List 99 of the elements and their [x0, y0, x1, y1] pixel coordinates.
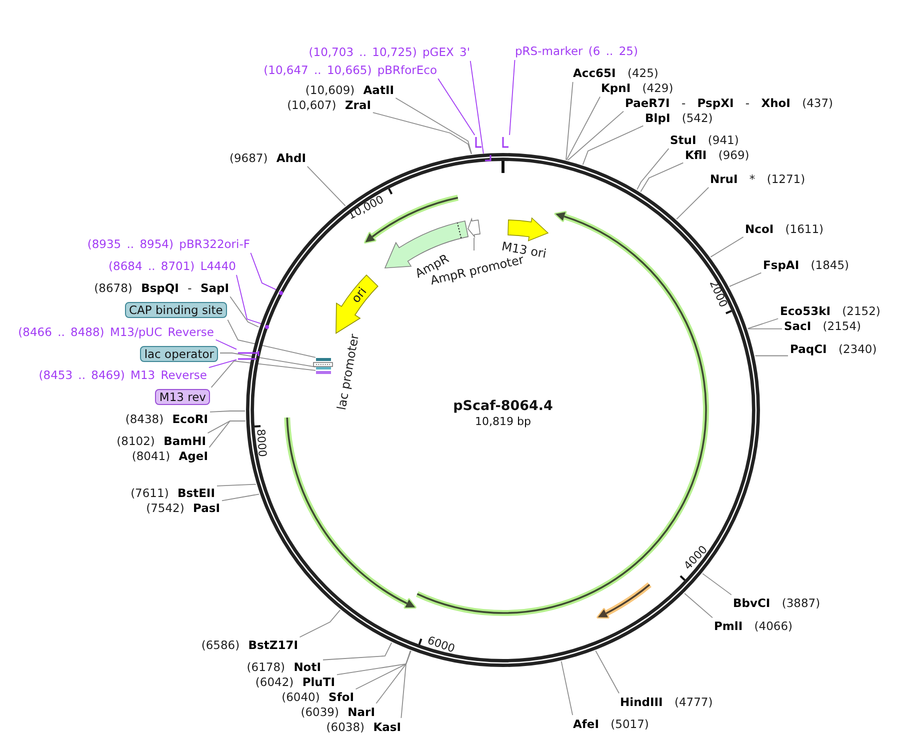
leader-line [220, 352, 316, 368]
primer-mark [502, 136, 510, 148]
leader-line [509, 60, 516, 136]
restriction-site-label: HindIII (4777) [620, 695, 713, 709]
restriction-site-label: (6040) SfoI [282, 690, 354, 704]
leader-line [400, 650, 412, 718]
restriction-site-label: PaeR7I - PspXI - XhoI (437) [625, 96, 834, 110]
feature-tag: lac operator [140, 346, 218, 362]
restriction-site-label: (6042) PluTI [255, 675, 335, 689]
leader-line [336, 650, 411, 676]
leader-line [222, 494, 260, 502]
restriction-site-label: Eco53kI (2152) [780, 304, 880, 318]
scale-label: 2000 [706, 278, 729, 310]
feature-tag: M13 rev [155, 389, 210, 405]
leader-line [299, 610, 341, 638]
primer-label: (8684 .. 8701) L4440 [108, 259, 236, 273]
leader-line [227, 319, 316, 358]
restriction-site-label: FspAI (1845) [763, 258, 850, 272]
feature-label: ori [348, 284, 370, 306]
leader-line [566, 96, 600, 160]
leader-line [747, 318, 779, 330]
feature-tag: CAP binding site [125, 302, 227, 318]
restriction-site-label: (8041) AgeI [132, 449, 208, 463]
primer-mark [237, 358, 257, 360]
restriction-site-label: (8678) BspQI - SapI [94, 281, 229, 295]
leader-line [210, 410, 246, 412]
leader-line [216, 484, 256, 486]
leader-line [684, 592, 713, 618]
leader-line [306, 166, 346, 206]
restriction-site-label: KflI (969) [685, 148, 750, 162]
leader-line [208, 359, 237, 368]
leader-line [210, 360, 316, 388]
restriction-site-label: NcoI (1611) [745, 222, 824, 236]
restriction-site-label: AfeI (5017) [573, 717, 649, 731]
restriction-site-label: (7611) BstEII [130, 486, 215, 500]
primer-label: pRS-marker (6 .. 25) [515, 44, 638, 58]
leader-line [230, 296, 260, 328]
primer-label: (8453 .. 8469) M13 Reverse [38, 368, 207, 382]
leader-line [729, 272, 762, 287]
feature-bar [316, 370, 331, 374]
feature-segment [334, 274, 378, 335]
leader-line [208, 420, 246, 448]
leader-line [754, 355, 788, 356]
restriction-site-label: BlpI (542) [645, 111, 713, 125]
restriction-site-label: Acc65I (425) [573, 66, 658, 80]
feature-bar [316, 358, 331, 360]
leader-line [250, 252, 279, 292]
leader-line [215, 339, 237, 350]
primer-label: (10,647 .. 10,665) pBRforEco [264, 63, 437, 77]
plasmid-name: pScaf-8064.4 [453, 398, 553, 414]
leader-line [376, 650, 412, 704]
restriction-site-label: SacI (2154) [784, 319, 862, 333]
feature-bar [316, 367, 331, 370]
restriction-site-label: KpnI (429) [601, 81, 674, 95]
primer-mark [475, 136, 482, 148]
leader-line [372, 112, 472, 154]
leader-line [560, 660, 574, 716]
restriction-site-label: StuI (941) [670, 133, 739, 147]
leader-line [640, 162, 684, 192]
leader-line [676, 186, 710, 220]
promoter-box [313, 362, 333, 366]
scale-label: 8000 [254, 428, 268, 458]
plasmid-length: 10,819 bp [475, 414, 531, 430]
restriction-site-label: NruI* (1271) [710, 172, 806, 186]
scale-label: 6000 [425, 635, 456, 656]
promoter-segment [467, 218, 482, 238]
restriction-site-label: (6038) KasI [326, 720, 401, 734]
leader-line [710, 236, 744, 258]
leader-line [322, 642, 392, 660]
restriction-site-label: (9687) AhdI [229, 151, 306, 165]
restriction-site-label: PaqCI (2340) [790, 342, 877, 356]
restriction-site-label: (8438) EcoRI [125, 412, 208, 426]
primer-label: (8935 .. 8954) pBR322ori-F [87, 237, 250, 251]
leader-line [566, 82, 574, 160]
leader-line [438, 78, 476, 136]
leader-line [595, 650, 620, 694]
restriction-site-label: BbvCI (3887) [733, 596, 820, 610]
leader-line [582, 125, 644, 166]
primer-mark [484, 154, 491, 162]
restriction-site-label: (10,607) ZraI [287, 98, 371, 112]
restriction-site-label: (6039) NarI [300, 705, 375, 719]
primer-mark [237, 350, 260, 356]
restriction-site-label: (7542) PasI [146, 501, 220, 515]
restriction-site-label: (10,609) AatII [305, 83, 394, 97]
restriction-site-label: (6586) BstZ17I [201, 638, 298, 652]
restriction-site-label: (6178) NotI [246, 660, 321, 674]
feature-segment [506, 216, 549, 242]
leader-line [702, 573, 732, 596]
primer-label: (10,703 .. 10,725) pGEX 3' [308, 45, 470, 59]
leader-line [636, 148, 670, 190]
leader-line [747, 328, 782, 330]
restriction-site-label: (8102) BamHI [116, 434, 206, 448]
leader-line [470, 60, 484, 154]
leader-line [395, 98, 472, 154]
restriction-site-label: PmlI (4066) [714, 619, 793, 633]
feature-label: lac promoter [334, 332, 362, 412]
leader-line [567, 110, 624, 161]
primer-label: (8466 .. 8488) M13/pUC Reverse [18, 325, 214, 339]
leader-line [355, 650, 412, 690]
